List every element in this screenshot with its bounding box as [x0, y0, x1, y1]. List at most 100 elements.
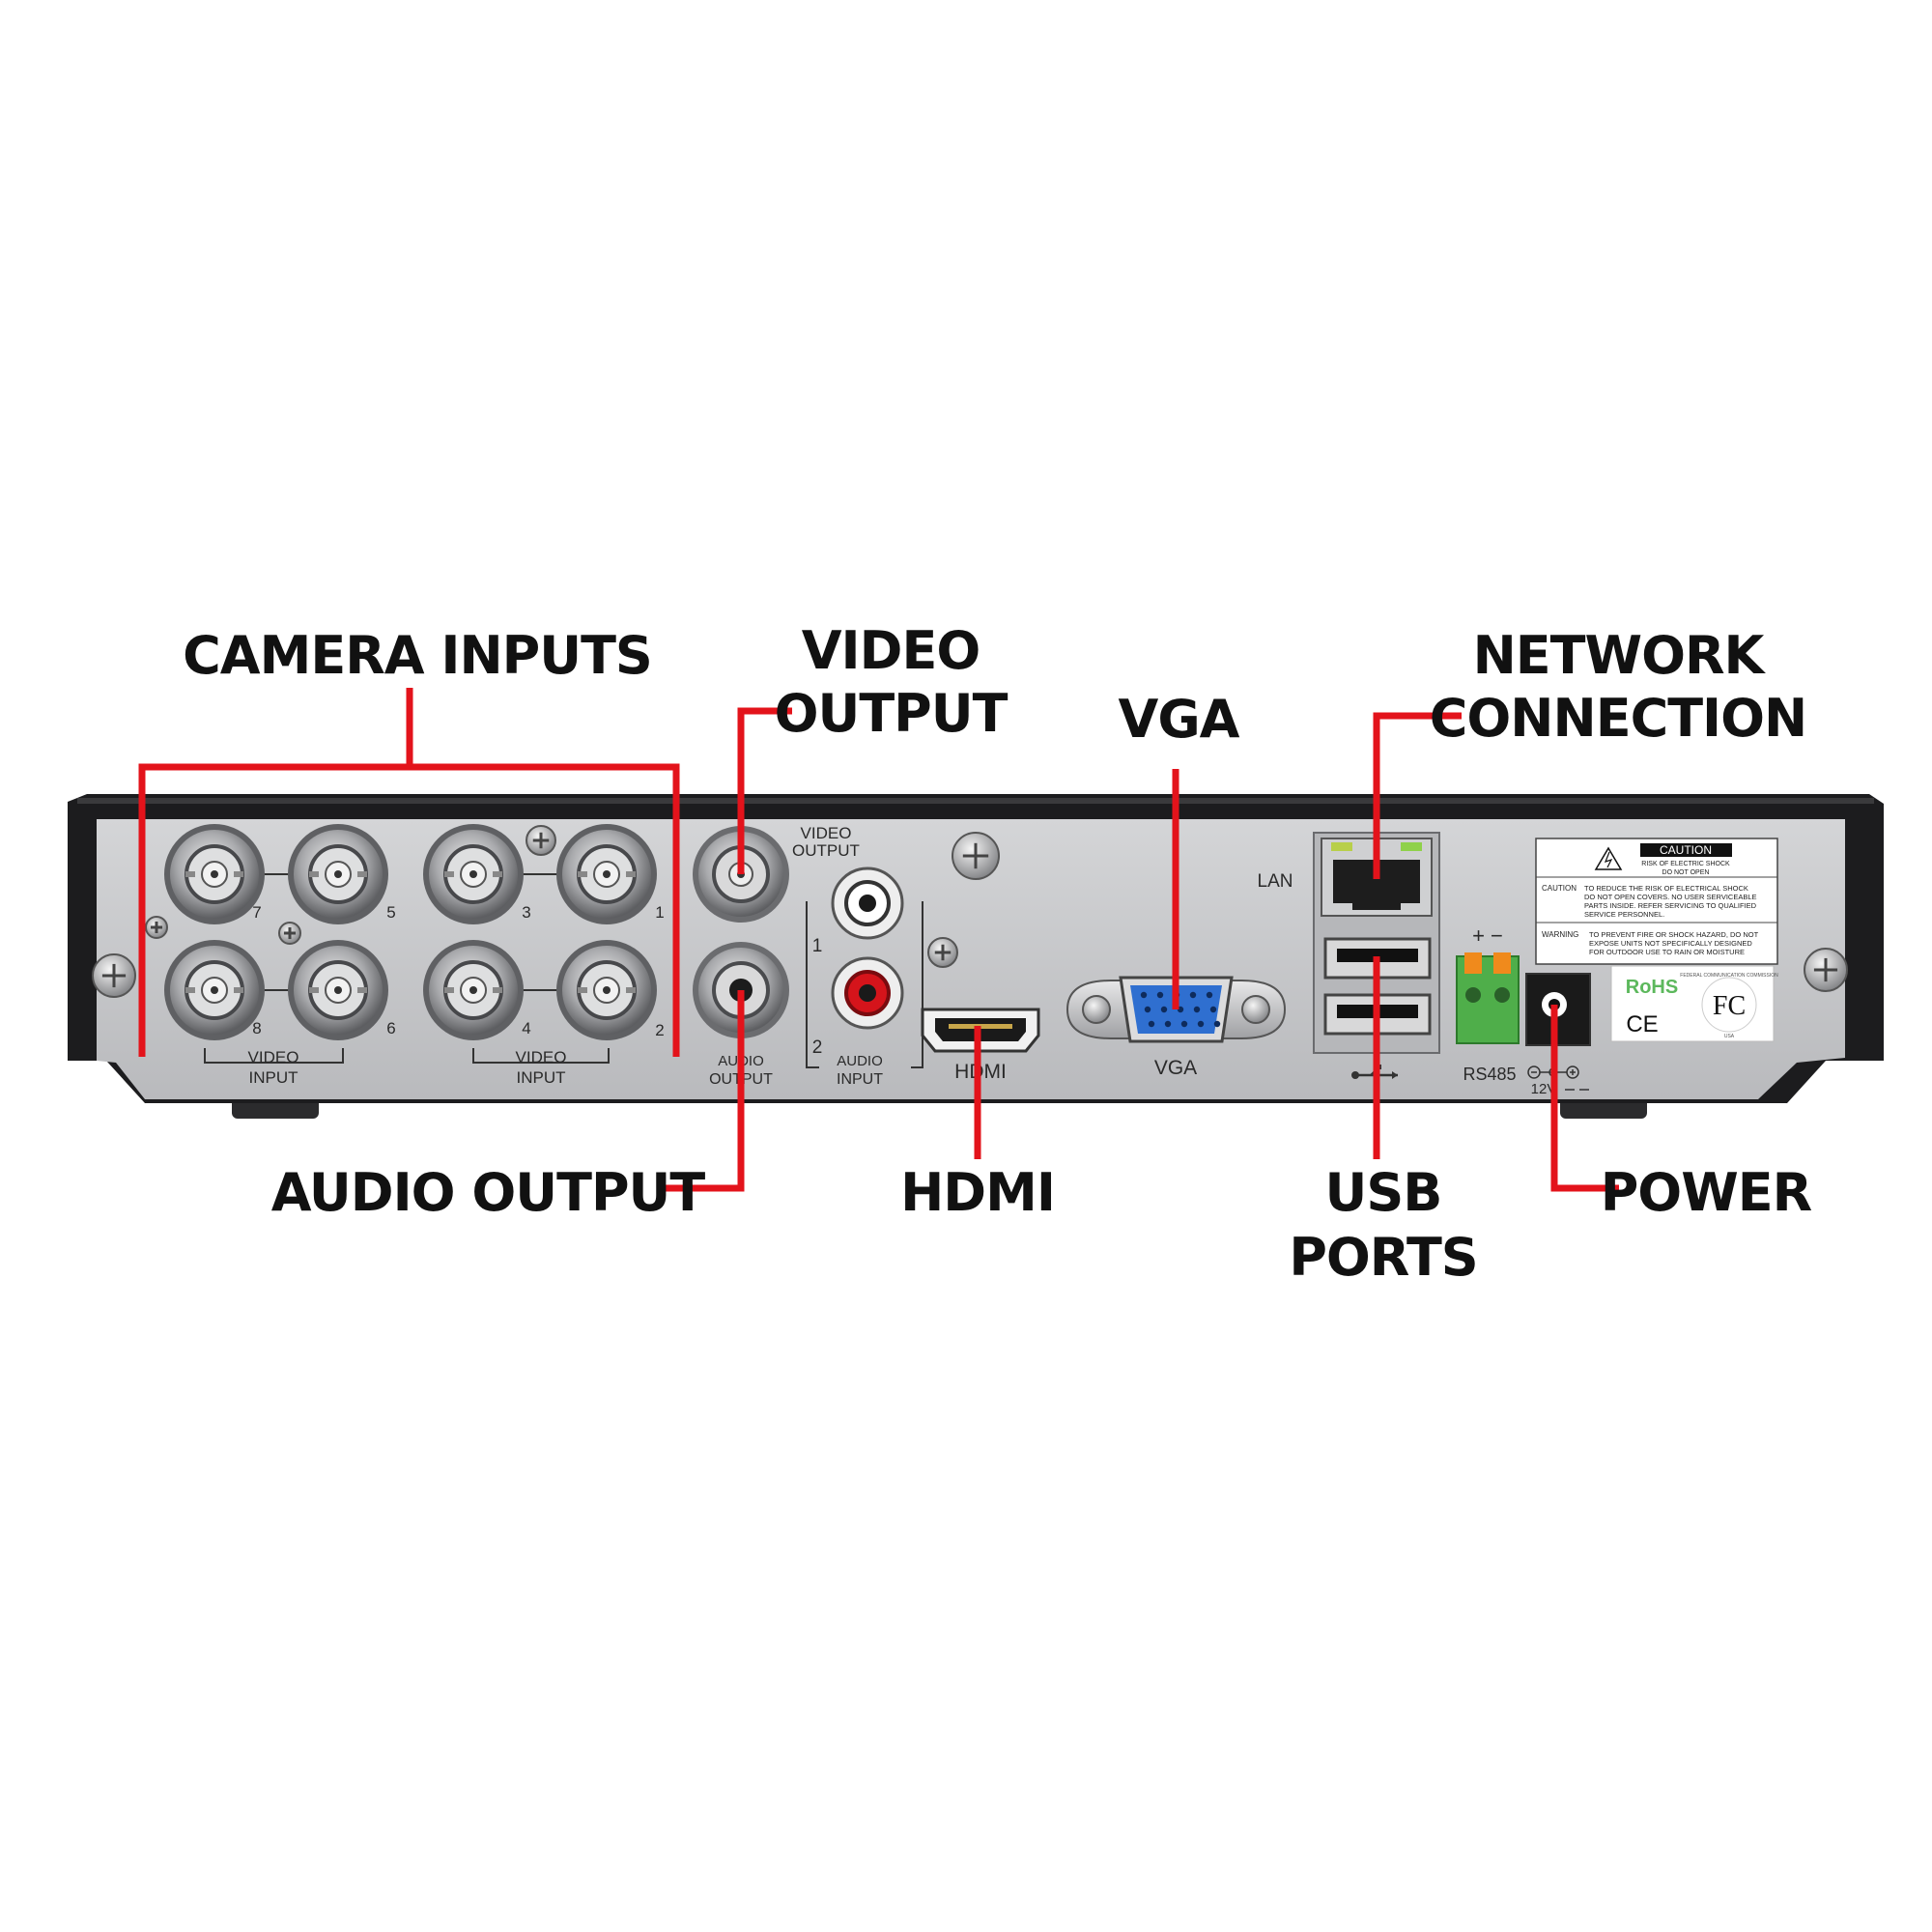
bnc-input-1[interactable] — [556, 824, 657, 924]
bnc-input-7[interactable] — [164, 824, 265, 924]
vga-panel-label: VGA — [1154, 1057, 1197, 1079]
video-input-text-line1: VIDEO — [516, 1048, 567, 1066]
lan-port[interactable] — [1321, 838, 1433, 917]
power-label: POWER — [1601, 1162, 1812, 1223]
vga-pin — [1209, 1006, 1217, 1013]
vga-pin — [1164, 1020, 1172, 1028]
ce-mark: CE — [1626, 1011, 1658, 1037]
hdmi-label: HDMI — [900, 1162, 1055, 1223]
audio-input-2-rca[interactable] — [831, 956, 904, 1030]
video-input-text-line2: INPUT — [249, 1068, 298, 1087]
power-panel-label: 12V — [1531, 1081, 1557, 1097]
vga-pin — [1197, 1020, 1205, 1028]
caution-line-2: DO NOT OPEN COVERS. NO USER SERVICEABLE — [1584, 893, 1757, 901]
warning-line-3: FOR OUTDOOR USE TO RAIN OR MOISTURE — [1589, 948, 1745, 956]
callout-lines — [138, 688, 1619, 1192]
bnc-input-2[interactable] — [556, 940, 657, 1040]
vga-pin — [1193, 1006, 1201, 1013]
audio-input-1-number: 1 — [812, 936, 823, 956]
vga-pin — [1206, 991, 1213, 999]
screw-icon — [927, 937, 958, 968]
caution-title: CAUTION — [1660, 843, 1712, 857]
network-connection-label-line2: CONNECTION — [1430, 688, 1806, 749]
rs485-panel-label: RS485 — [1463, 1065, 1516, 1084]
caution-line-4: SERVICE PERSONNEL. — [1584, 910, 1664, 919]
audio-output-callout-line — [665, 990, 745, 1192]
vga-pin — [1213, 1020, 1221, 1028]
rohs-mark: RoHS — [1626, 977, 1678, 998]
vga-pin — [1189, 991, 1197, 999]
bnc-channel-number: 7 — [252, 903, 261, 922]
video-input-text-line1: VIDEO — [248, 1048, 299, 1066]
caution-subtitle-1: RISK OF ELECTRIC SHOCK — [1641, 861, 1730, 867]
vga-screw-right — [1241, 995, 1270, 1024]
audio-input-1-rca[interactable] — [831, 867, 904, 940]
callout-labels: CAMERA INPUTS VIDEO OUTPUT VGA NETWORK C… — [183, 620, 1813, 1288]
network-connection-label-line1: NETWORK — [1473, 625, 1767, 686]
fcc-ring-text: FEDERAL COMMUNICATION COMMISSION — [1680, 973, 1778, 979]
warning-line-1: TO PREVENT FIRE OR SHOCK HAZARD, DO NOT — [1589, 930, 1759, 939]
audio-input-group: 1 2 AUDIO INPUT — [806, 867, 923, 1088]
rs485-terminal[interactable]: + − RS485 — [1456, 923, 1520, 1084]
vga-pin — [1148, 1020, 1155, 1028]
vga-pin — [1156, 991, 1164, 999]
fcc-usa-text: USA — [1724, 1034, 1735, 1039]
bnc-input-6[interactable] — [288, 940, 388, 1040]
screw-icon — [92, 953, 136, 998]
network-callout-line — [1373, 712, 1462, 879]
audio-input-panel-label-line2: INPUT — [837, 1071, 883, 1088]
bnc-input-5[interactable] — [288, 824, 388, 924]
bnc-channel-number: 2 — [655, 1021, 664, 1039]
bnc-input-3[interactable] — [423, 824, 524, 924]
caution-label: CAUTION RISK OF ELECTRIC SHOCK DO NOT OP… — [1535, 838, 1778, 965]
bnc-input-8[interactable] — [164, 940, 265, 1040]
video-input-text-line2: INPUT — [517, 1068, 566, 1087]
panel-screws — [92, 825, 1848, 998]
screw-icon — [952, 832, 1000, 880]
bnc-input-4[interactable] — [423, 940, 524, 1040]
usb-ports-label-line2: PORTS — [1289, 1227, 1477, 1288]
rs485-polarity: + − — [1472, 923, 1503, 948]
bnc-channel-number: 8 — [252, 1019, 261, 1037]
bnc-channel-number: 6 — [386, 1019, 395, 1037]
fc-mark: FC — [1713, 991, 1746, 1021]
vga-label: VGA — [1119, 689, 1240, 750]
video-output-label-line1: VIDEO — [802, 620, 980, 681]
caution-line-3: PARTS INSIDE. REFER SERVICING TO QUALIFI… — [1584, 901, 1757, 910]
caution-subtitle-2: DO NOT OPEN — [1662, 869, 1710, 876]
usb-ports-label-line1: USB — [1325, 1162, 1442, 1223]
warning-line-2: EXPOSE UNITS NOT SPECIFICALLY DESIGNED — [1589, 939, 1752, 948]
screw-icon — [526, 825, 556, 856]
lan-panel-label: LAN — [1258, 871, 1293, 892]
video-input-label-left: VIDEO INPUT — [204, 1048, 344, 1087]
camera-inputs-label: CAMERA INPUTS — [183, 625, 652, 686]
screw-icon — [278, 922, 301, 945]
screw-icon — [145, 916, 168, 939]
vga-pin — [1144, 1006, 1151, 1013]
video-output-panel-label-line2: OUTPUT — [792, 841, 860, 860]
video-output-panel-label-line1: VIDEO — [801, 824, 852, 842]
audio-input-2-number: 2 — [812, 1037, 823, 1058]
bnc-channel-number: 4 — [522, 1019, 530, 1037]
audio-output-label: AUDIO OUTPUT — [271, 1162, 706, 1223]
camera-inputs-callout-line — [138, 688, 680, 1057]
vga-pin — [1140, 991, 1148, 999]
vga-port[interactable]: VGA — [1065, 976, 1287, 1079]
vga-pin — [1180, 1020, 1188, 1028]
bnc-channel-number: 5 — [386, 903, 395, 922]
caution-line-1: TO REDUCE THE RISK OF ELECTRICAL SHOCK — [1584, 884, 1748, 893]
caution-word: CAUTION — [1542, 884, 1577, 893]
video-input-label-right: VIDEO INPUT — [472, 1048, 610, 1087]
certification-label: RoHS CE FC FEDERAL COMMUNICATION COMMISS… — [1610, 965, 1778, 1042]
vga-screw-left — [1082, 995, 1111, 1024]
audio-input-panel-label-line1: AUDIO — [837, 1053, 883, 1069]
bnc-channel-number: 3 — [522, 903, 530, 922]
video-output-callout-line — [737, 707, 792, 874]
screw-icon — [1804, 948, 1848, 992]
warning-word: WARNING — [1542, 930, 1578, 939]
chassis-top-edge — [77, 798, 1874, 804]
vga-pin — [1160, 1006, 1168, 1013]
video-output-label-line2: OUTPUT — [775, 683, 1009, 744]
